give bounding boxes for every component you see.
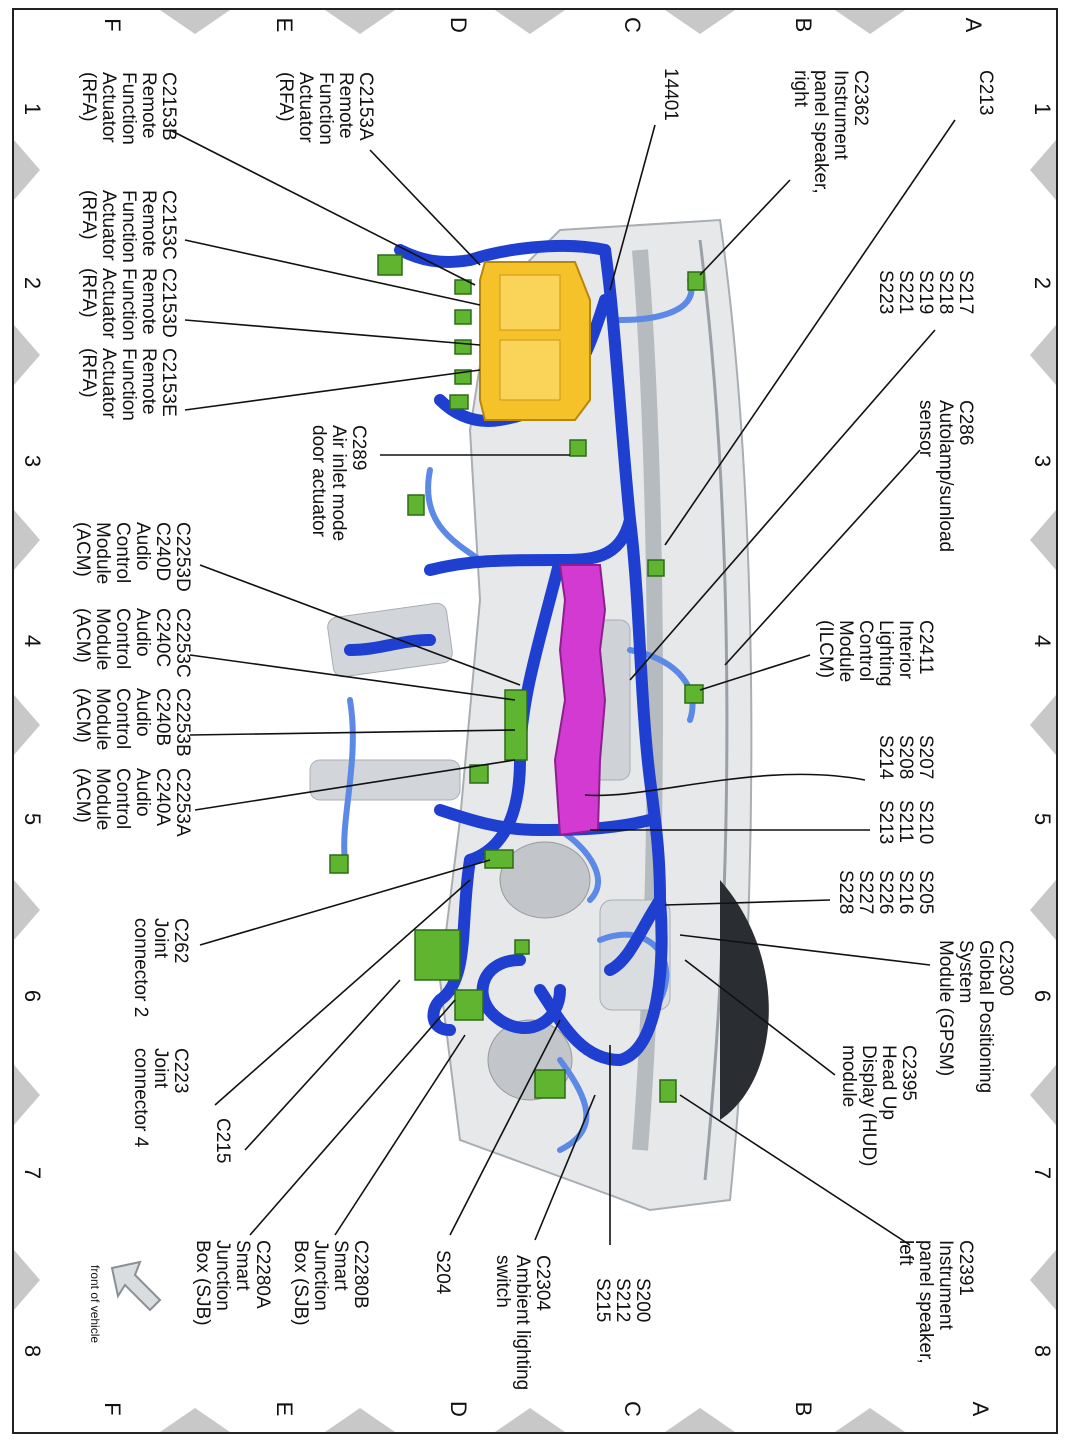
grid-letter-d-top: D [446, 17, 471, 33]
grid-letter-d-bottom: D [446, 1401, 471, 1417]
label-c2280a: C2280A Smart Junction Box (SJB) [192, 1240, 273, 1326]
grid-number-5-left: 5 [20, 812, 45, 826]
grid-letter-f-top: F [100, 18, 125, 32]
label-c2153e: C2153E Remote Function Actuator (RFA) [78, 348, 179, 421]
grid-number-4-left: 4 [20, 634, 45, 648]
label-14401: 14401 [660, 68, 681, 121]
diagram-frame [12, 8, 1058, 1434]
label-c223: C223 Joint connector 4 [130, 1048, 191, 1148]
grid-number-7-left: 7 [20, 1166, 45, 1180]
grid-number-6-left: 6 [20, 989, 45, 1003]
label-c2280b: C2280B Smart Junction Box (SJB) [290, 1240, 371, 1326]
label-c2362: C2362 Instrument panel speaker, right [790, 70, 871, 194]
label-c2253b: C2253B C240B Audio Control Module (ACM) [72, 688, 193, 757]
rfa-module [479, 261, 591, 421]
grid-letter-e-bottom: E [272, 1401, 297, 1417]
label-c286: C286 Autolamp/sunload sensor [915, 400, 976, 553]
label-s207-group: S207 S208 S214 [875, 735, 936, 780]
grid-letter-b-top: B [791, 17, 816, 33]
label-s204: S204 [432, 1250, 453, 1295]
grid-number-8-left: 8 [20, 1344, 45, 1358]
grid-number-1-left: 1 [20, 102, 45, 116]
grid-letter-a-bottom: A [968, 1401, 993, 1417]
grid-number-2-left: 2 [20, 276, 45, 290]
grid-number-1-right: 1 [1030, 102, 1055, 116]
label-c2153d: C2153D Remote Function Actuator (RFA) [78, 268, 179, 341]
connectors [329, 254, 705, 1103]
label-c2253a: C2253A C240A Audio Control Module (ACM) [72, 768, 193, 837]
label-c2153c: C2153C Remote Function Actuator (RFA) [78, 190, 179, 263]
label-c262: C262 Joint connector 2 [130, 918, 191, 1018]
grid-number-6-right: 6 [1030, 989, 1055, 1003]
grid-letter-f-bottom: F [100, 1402, 125, 1416]
label-s205-group: S205 S216 S226 S227 S228 [835, 870, 936, 915]
leader-lines [169, 119, 956, 1246]
label-c215: C215 [212, 1118, 233, 1164]
grid-number-4-right: 4 [1030, 634, 1055, 648]
label-s200-group: S200 S212 S215 [592, 1278, 653, 1323]
grid-number-2-right: 2 [1030, 276, 1055, 290]
label-c213: C213 [975, 70, 996, 116]
label-c2300: C2300 Global Positioning System Module (… [935, 940, 1016, 1094]
grid-number-3-right: 3 [1030, 454, 1055, 468]
grid-letter-c-bottom: C [620, 1401, 645, 1417]
label-c2153a: C2153A Remote Function Actuator (RFA) [275, 72, 376, 145]
label-c2395: C2395 Head Up Display (HUD) module [838, 1045, 919, 1167]
front-of-vehicle-arrow-icon [110, 1260, 162, 1312]
front-of-vehicle-label: front of vehicle [88, 1265, 102, 1344]
label-s210-group: S210 S211 S213 [875, 800, 936, 845]
grid-letter-c-top: C [620, 17, 645, 33]
label-c2253c: C2253C C240C Audio Control Module (ACM) [72, 608, 193, 678]
grid-letter-e-top: E [272, 17, 297, 33]
label-c2153b: C2153B Remote Function Actuator (RFA) [78, 72, 179, 145]
label-c2253d: C2253D C240D Audio Control Module (ACM) [72, 522, 193, 592]
label-c2304: C2304 Ambient lighting switch [492, 1255, 553, 1391]
grid-number-5-right: 5 [1030, 812, 1055, 826]
grid-number-3-left: 3 [20, 454, 45, 468]
grid-letter-b-bottom: B [791, 1401, 816, 1417]
edge-markers [14, 10, 1056, 1432]
label-c2411: C2411 Interior Lighting Control Module (… [815, 620, 936, 687]
label-s217-group: S217 S218 S219 S221 S223 [875, 270, 976, 315]
grid-number-7-right: 7 [1030, 1166, 1055, 1180]
label-c2391: C2391 Instrument panel speaker, left [895, 1240, 976, 1364]
grid-number-8-right: 8 [1030, 1344, 1055, 1358]
grid-letter-a-top: A [961, 17, 986, 33]
label-c289: C289 Air inlet mode door actuator [308, 425, 369, 542]
